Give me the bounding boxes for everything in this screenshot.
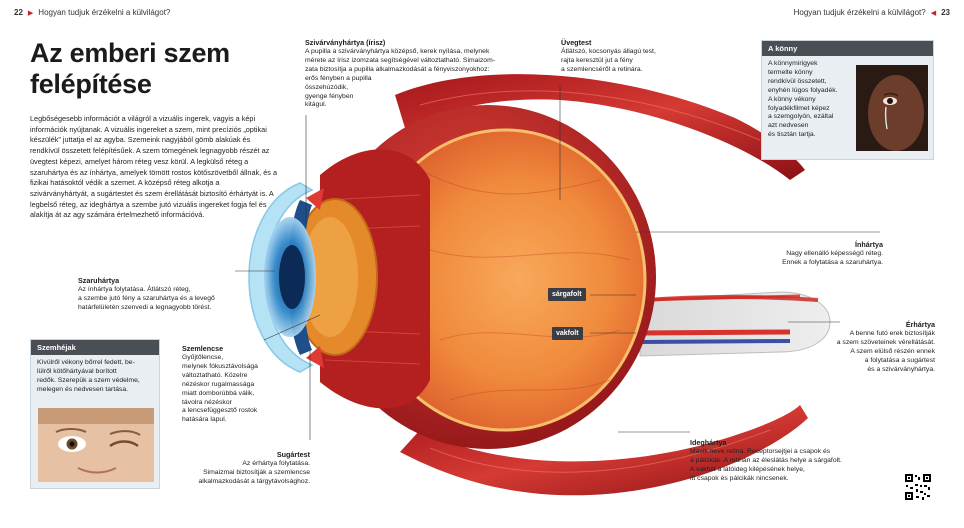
blood-vessel-red [639, 329, 791, 336]
running-head-left: 22 ▶ Hogyan tudjuk érzékelni a külvilágo… [14, 8, 170, 17]
label-szaruhartya-body: Az ínhártya folytatása. Átlátszó réteg, … [78, 286, 215, 311]
info-box-konny-body: A könnymirigyek termelte könny rendkívül… [768, 60, 838, 139]
running-title-right: Hogyan tudjuk érzékelni a külvilágot? [793, 8, 926, 17]
tag-sargafolt: sárgafolt [548, 288, 586, 301]
label-szaruhartya: Szaruhártya Az ínhártya folytatása. Átlá… [78, 276, 278, 313]
label-uvegtest: Üvegtest Átlátszó, kocsonyás állagú test… [561, 38, 711, 75]
label-inhartya-title: Ínhártya [855, 240, 883, 249]
page-title: Az emberi szem felépítése [30, 38, 230, 99]
label-ideghartya: Ideghártya Másik neve retina. Receptorse… [690, 438, 890, 484]
page-number-right: 23 [941, 8, 950, 17]
qr-code-icon[interactable] [904, 473, 932, 501]
label-inhartya: Ínhártya Nagy ellenálló képességű réteg.… [740, 240, 883, 268]
label-erhartya-body: A benne futó erek biztosítják a szem szö… [836, 330, 935, 373]
info-box-szemhejak-body: Kívülről vékony bőrrel fedett, be- lülrő… [37, 359, 140, 393]
label-szemlencse-title: Szemlencse [182, 344, 224, 353]
label-szaruhartya-title: Szaruhártya [78, 276, 120, 285]
running-title-left: Hogyan tudjuk érzékelni a külvilágot? [38, 8, 171, 17]
label-uvegtest-title: Üvegtest [561, 38, 592, 47]
label-szivarvanyhartya-title: Szivárványhártya (írisz) [305, 38, 386, 47]
label-erhartya: Érhártya A benne futó erek biztosítják a… [800, 320, 935, 375]
label-inhartya-body: Nagy ellenálló képességű réteg. Ennek a … [782, 250, 883, 266]
label-uvegtest-body: Átlátszó, kocsonyás állagú test, rajta k… [561, 48, 656, 73]
triangle-left-icon: ◀ [930, 9, 937, 17]
info-box-szemhejak: Szemhéjak Kívülről vékony bőrrel fedett,… [30, 339, 160, 489]
label-szivarvanyhartya: Szivárványhártya (írisz) A pupilla a szi… [305, 38, 535, 110]
crying-face-photo [856, 65, 928, 151]
label-szemlencse-body: Gyűjtőlencse, melynek fókusztávolsága vá… [182, 354, 258, 424]
label-szivarvanyhartya-body: A pupilla a szivárványhártya középső, ke… [305, 48, 496, 109]
triangle-right-icon: ▶ [27, 9, 34, 17]
label-ideghartya-body: Másik neve retina. Receptorsejtjei a csa… [690, 448, 842, 482]
info-box-konny-title: A könny [762, 41, 933, 56]
label-szemlencse: Szemlencse Gyűjtőlencse, melynek fókuszt… [182, 344, 312, 425]
info-box-konny: A könny A könnymirigyek termelte könny r… [761, 40, 934, 160]
lower-eye-muscle [400, 405, 808, 496]
tag-vakfolt: vakfolt [552, 327, 583, 340]
label-ideghartya-title: Ideghártya [690, 438, 727, 447]
upper-eye-muscle [395, 74, 805, 180]
intro-paragraph: Legbőségesebb információt a világról a v… [30, 114, 277, 220]
page-number-left: 22 [14, 8, 23, 17]
info-box-szemhejak-title: Szemhéjak [31, 340, 159, 355]
winking-child-photo [38, 408, 154, 482]
label-sugartest-title: Sugártest [276, 450, 310, 459]
label-sugartest: Sugártest Az érhártya folytatása. Simaiz… [170, 450, 310, 487]
blood-vessel-blue [639, 339, 791, 344]
leader-szemlencse [263, 314, 321, 341]
label-erhartya-title: Érhártya [905, 320, 935, 329]
label-sugartest-body: Az érhártya folytatása. Simaizmai biztos… [198, 460, 310, 485]
running-head-right: Hogyan tudjuk érzékelni a külvilágot? ◀ … [794, 8, 950, 17]
